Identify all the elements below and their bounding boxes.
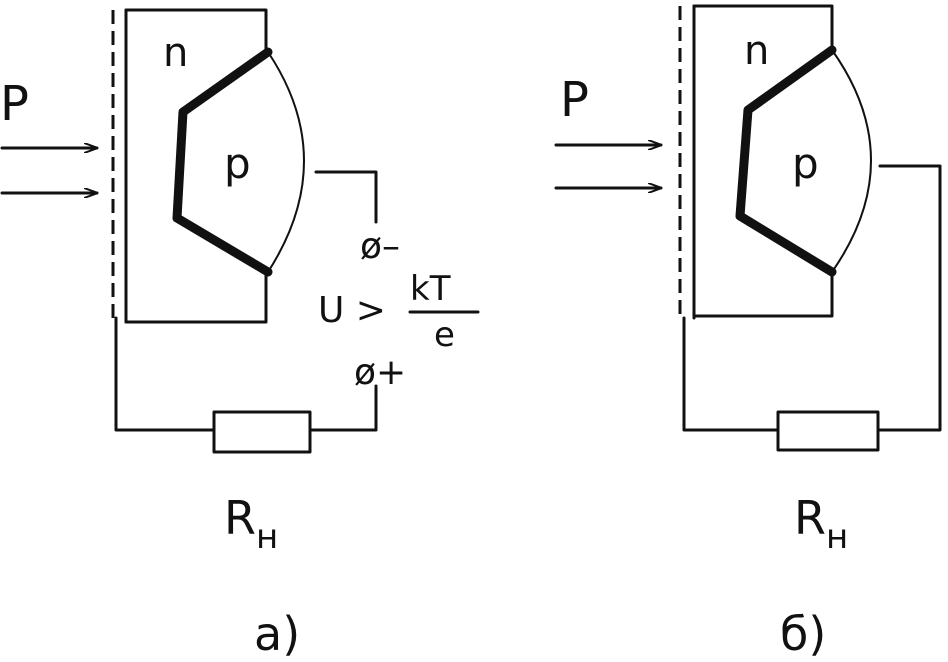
p-label-a: p: [224, 139, 251, 188]
n-region-top-edge-b: [692, 4, 834, 52]
load-wire-right-a: [308, 384, 378, 432]
light-label-b: P: [560, 72, 589, 128]
pn-junction-a: [172, 47, 273, 277]
load-wire-right-b: [876, 164, 942, 432]
load-resistor-b: [776, 410, 880, 452]
load-wire-left-a: [114, 316, 216, 432]
voltage-denominator-a: e: [434, 315, 455, 355]
p-label-b: p: [792, 139, 819, 188]
caption-a: а): [254, 607, 300, 661]
n-region-bottom-edge-a: [124, 270, 268, 324]
pn-junction-b: [735, 45, 837, 277]
diagram-a: P n p ø– U > kT e ø+ Rн а): [0, 8, 480, 661]
n-label-a: n: [163, 30, 188, 76]
diagram-b: P n p Rн б): [554, 4, 942, 661]
load-label-a: Rн: [224, 491, 278, 557]
p-contact-wire-a: [314, 170, 378, 224]
n-region-top-edge-a: [124, 8, 268, 54]
load-wire-left-b: [682, 316, 780, 432]
load-resistor-a: [212, 410, 312, 454]
voltage-condition-a: U >: [318, 290, 386, 331]
load-label-b: Rн: [794, 491, 848, 557]
n-label-b: n: [744, 28, 769, 74]
voltage-numerator-a: kT: [410, 269, 451, 309]
n-region-bottom-edge-b: [692, 270, 834, 318]
terminal-plus-a: ø+: [354, 352, 406, 393]
terminal-minus-a: ø–: [360, 226, 400, 267]
light-label-a: P: [0, 76, 29, 132]
p-region-arc-b: [831, 49, 872, 273]
caption-b: б): [780, 607, 826, 661]
p-region-arc-a: [267, 51, 305, 273]
